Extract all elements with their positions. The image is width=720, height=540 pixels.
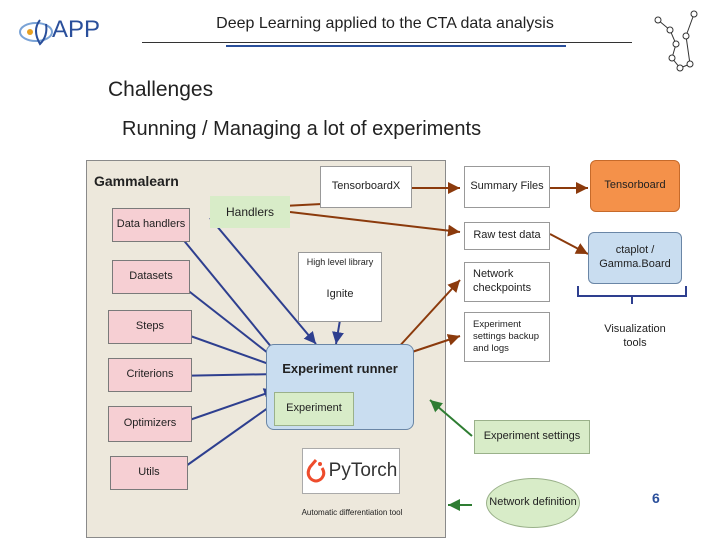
handlers-box: Handlers (210, 196, 290, 228)
pytorch-flame-icon (306, 459, 325, 483)
steps-box: Steps (108, 310, 192, 344)
lapp-logo-swirl-icon (19, 19, 53, 46)
ctaplot-box: ctaplot / Gamma.Board (588, 232, 682, 284)
network-checkpoints-box: Network checkpoints (464, 262, 550, 302)
data-handlers-box: Data handlers (112, 208, 190, 242)
tensorboardx-box: TensorboardX (320, 166, 412, 208)
gammalearn-label: Gammalearn (94, 173, 179, 189)
slide-heading: Challenges (108, 78, 214, 101)
raw-test-data-box: Raw test data (464, 222, 550, 250)
experiment-settings-box: Experiment settings (474, 420, 590, 454)
network-definition-label: Network definition (489, 496, 577, 509)
experiment-settings-backup-label: Experiment settings backup and logs (473, 319, 540, 354)
high-level-library-box: High level library Ignite (298, 252, 382, 322)
pytorch-logo-text: PyTorch (328, 460, 398, 482)
utils-box: Utils (110, 456, 188, 490)
header-rule-accent (226, 45, 566, 47)
criterions-box: Criterions (108, 358, 192, 392)
optimizers-box: Optimizers (108, 406, 192, 442)
experiment-runner-label: Experiment runner (282, 361, 398, 376)
summary-files-box: Summary Files (464, 166, 550, 208)
tensorboard-box: Tensorboard (590, 160, 680, 212)
ignite-label: Ignite (326, 288, 354, 301)
slide-subheading: Running / Managing a lot of experiments (122, 118, 482, 140)
high-level-library-label: High level library (306, 257, 374, 267)
constellation-icon (654, 10, 698, 72)
datasets-box: Datasets (112, 260, 190, 294)
ctaplot-label: ctaplot / Gamma.Board (599, 244, 671, 270)
pytorch-logo: PyTorch (302, 448, 400, 494)
network-definition-box: Network definition (486, 478, 580, 528)
page-number: 6 (652, 490, 660, 506)
experiment-settings-backup-box: Experiment settings backup and logs (464, 312, 550, 362)
experiment-box: Experiment (274, 392, 354, 426)
lapp-logo-text: APP (52, 16, 101, 43)
autodiff-label: Automatic differentiation tool (301, 508, 403, 517)
header-rule (142, 42, 632, 43)
network-checkpoints-label: Network checkpoints (473, 268, 532, 294)
header-title: Deep Learning applied to the CTA data an… (216, 15, 554, 32)
lapp-logo: APP (18, 14, 108, 48)
visualization-tools-label: Visualization tools (604, 323, 666, 350)
